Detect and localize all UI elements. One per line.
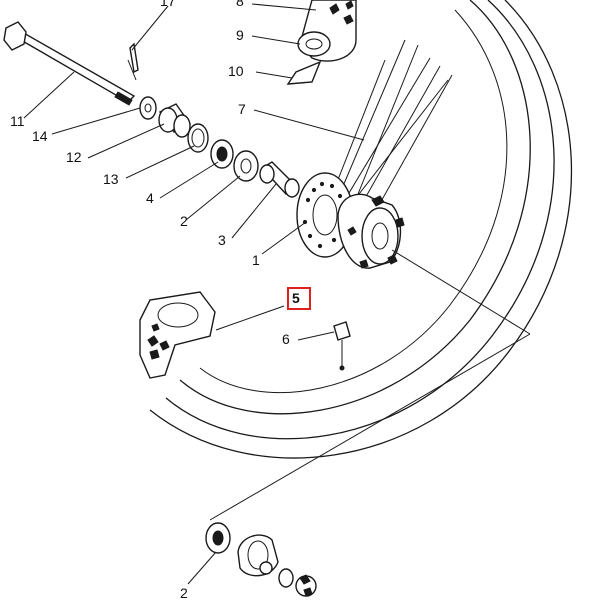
highlight-box-callout-5 <box>287 287 311 310</box>
spacer <box>259 161 300 198</box>
washer <box>139 96 157 120</box>
valve-cap <box>333 321 351 371</box>
rim-section <box>139 291 216 379</box>
callout-10: 10 <box>228 63 244 79</box>
bottom-parts <box>205 522 317 597</box>
wheel-rim <box>139 0 573 459</box>
bottom-washer <box>278 568 294 588</box>
callout-3: 3 <box>218 232 226 248</box>
callout-1: 1 <box>252 252 260 268</box>
wheel-hub <box>296 172 405 269</box>
collar <box>158 103 192 138</box>
callout-6: 6 <box>282 331 290 347</box>
axle <box>3 21 136 106</box>
callout-12: 12 <box>66 149 82 165</box>
guide-lines <box>209 249 531 521</box>
callout-2-bottom: 2 <box>180 585 188 600</box>
callout-2-top: 2 <box>180 213 188 229</box>
bearing-2-top <box>233 150 259 182</box>
callout-4: 4 <box>146 190 154 206</box>
callout-9: 9 <box>236 27 244 43</box>
callout-17: 17 <box>160 0 176 9</box>
callout-7: 7 <box>238 101 246 117</box>
oil-seal <box>187 123 209 153</box>
leader-lines <box>23 3 365 585</box>
callout-11: 11 <box>10 113 25 129</box>
callout-8: 8 <box>236 0 244 9</box>
speedo-collar <box>297 31 331 57</box>
bearing-4 <box>210 139 234 169</box>
speedo-seal <box>286 60 322 85</box>
callout-14: 14 <box>32 128 48 144</box>
callout-5: 5 <box>292 290 300 306</box>
cotter-pin <box>127 42 139 81</box>
callout-labels: 11 14 12 13 4 2 3 1 17 8 9 10 7 6 2 5 <box>10 0 311 600</box>
callout-13: 13 <box>103 171 119 187</box>
speedometer-gear-assembly <box>286 0 357 85</box>
